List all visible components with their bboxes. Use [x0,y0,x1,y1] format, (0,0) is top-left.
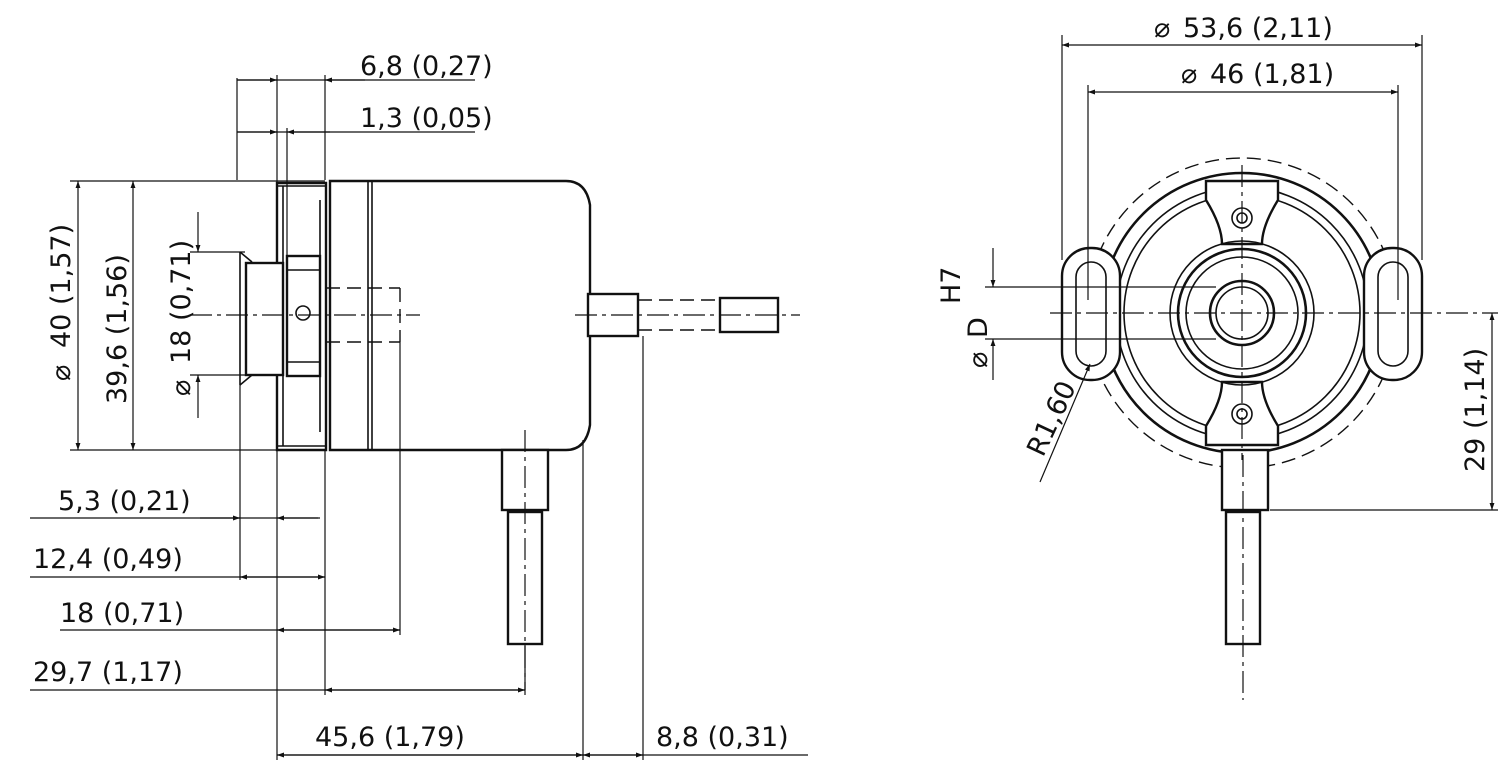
dim-label-6-8: 6,8 (0,27) [360,51,493,82]
tolerance-h7: H7 [936,267,967,304]
diameter-symbol-18: ⌀ [166,380,197,396]
diameter-symbol-40: ⌀ [46,365,77,381]
diameter-symbol-53: ⌀ [1154,13,1170,44]
front-view: ⌀ 53,6 (2,11) ⌀ 46 (1,81) H7 ⌀ D R1,60 2… [936,13,1498,700]
dim-label-dia-40: 40 (1,57) [46,224,77,348]
dim-label-dia-46: 46 (1,81) [1210,59,1334,90]
front-dimension-lines [985,35,1498,511]
dim-label-dia-53-6: 53,6 (2,11) [1183,13,1333,44]
dim-label-dia-18: 18 (0,71) [166,240,197,364]
dim-label-39-6: 39,6 (1,56) [102,254,133,404]
diameter-symbol-d: ⌀ [963,352,994,368]
diameter-symbol-46: ⌀ [1181,59,1197,90]
dim-label-18: 18 (0,71) [60,598,184,629]
dim-label-5-3: 5,3 (0,21) [58,486,191,517]
dim-label-29-7: 29,7 (1,17) [33,657,183,688]
front-cable [1220,448,1270,700]
radial-cable [500,430,550,690]
hollow-shaft-collar [239,251,322,386]
axial-cable [575,292,800,338]
extension-lines [70,75,644,760]
dim-label-45-6: 45,6 (1,79) [315,722,465,753]
dim-label-29: 29 (1,14) [1460,348,1491,472]
side-view: 6,8 (0,27) 1,3 (0,05) ⌀ 40 (1,57) 39,6 (… [30,51,808,760]
slot-left [1060,246,1122,382]
slot-right [1362,246,1424,382]
dim-label-12-4: 12,4 (0,49) [33,544,183,575]
dim-label-dia-d: D [963,317,994,338]
radius-label: R1,60 [1021,376,1082,461]
dim-label-8-8: 8,8 (0,31) [656,722,789,753]
encoder-body [328,179,592,452]
dim-label-1-3: 1,3 (0,05) [360,103,493,134]
dimension-lines [30,77,808,758]
